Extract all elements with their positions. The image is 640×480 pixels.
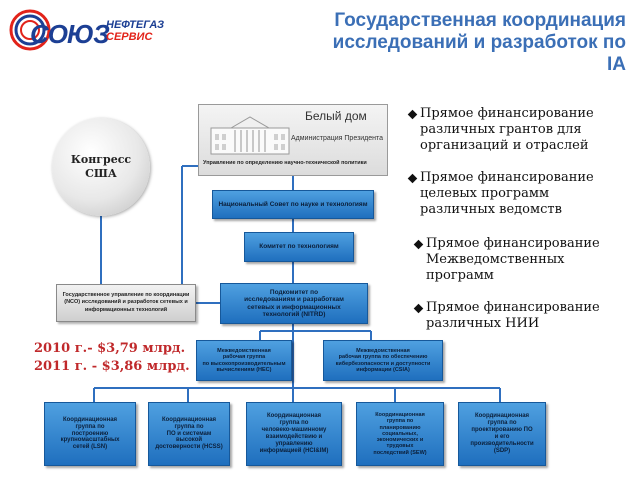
committee-node: Комитет по технологиям [244,232,354,262]
hcss-line-1: Координационная [161,416,217,423]
sdp-line-2: группа по [487,420,517,427]
sdp-line-5: производительности [470,440,534,447]
lsn-node: Координационная группа по построению кру… [44,402,136,466]
hcss-line-5: достоверности (HCSS) [155,444,223,451]
nstc-node: Национальный Совет по науке и технология… [212,190,374,219]
white-house-title: Белый дом [305,109,367,123]
nitrd-line-4: технологий (NITRD) [262,310,326,318]
budget-figures: 2010 г.- $3,79 млрд. 2011 г. - $3,86 млр… [34,340,190,376]
bullet-4-line-2: различных НИИ [426,316,540,331]
nco-node: Государственное управление по координаци… [56,284,196,322]
csia-line-1: Межведомственная [356,347,410,354]
lsn-line-1: Координационная [62,416,118,423]
hcss-line-4: высокой [175,437,203,444]
bullet-2-line-2: целевых программ [420,186,550,201]
hec-line-1: Межведомственная [217,347,271,354]
bullet-3-line-3: программ [426,268,494,283]
csia-line-3: кибербезопасности и доступности [335,360,431,367]
logo-swoosh-icon [9,9,51,51]
sdp-line-3: проектированию ПО [471,427,533,434]
sew-line-4: социальных, [382,430,418,437]
congress-node: Конгресс США [52,118,150,216]
bullet-3-line-1: Прямое финансирование [426,236,600,251]
bullet-1-line-1: Прямое финансирование [420,106,594,121]
slide-title: Государственная координация исследований… [266,10,626,76]
bullet-4-line-1: Прямое финансирование [426,300,600,315]
sdp-line-4: и его [494,434,510,440]
sew-line-1: Координационная [375,411,425,418]
lsn-line-5: сетей (LSN) [72,444,108,451]
committee-label: Комитет по технологиям [259,243,339,251]
sew-line-3: планированию [379,424,421,431]
csia-line-4: информации (CSIA) [356,366,410,373]
nitrd-line-3: сетевых и информационных [247,303,341,311]
hec-line-2: рабочая группа [222,354,266,361]
bullet-2-line-1: Прямое финансирование [420,170,594,185]
bullet-item-2: Прямое финансирование целевых программ р… [407,170,633,218]
nco-label: Государственное управление по координаци… [62,291,190,313]
nitrd-line-1: Подкомитет по [269,288,319,296]
white-house-building-icon [210,116,290,155]
white-house-node: Белый дом Администрация Президента Управ… [198,104,388,176]
hci-node: Координационная группа по человеко-машин… [246,402,342,466]
hci-line-3: человеко-машинному [261,427,327,434]
sew-node: Координационная группа по планированию с… [356,402,444,466]
hcss-line-3: ПО и системам [166,430,212,437]
hec-node: Межведомственная рабочая группа по высок… [196,340,292,381]
hci-line-1: Координационная [266,413,322,420]
csia-line-2: рабочая группа по обеспечению [338,354,428,361]
bullet-item-1: Прямое финансирование различных грантов … [407,106,633,154]
lsn-line-2: группа по [75,423,105,430]
sew-line-7: последствий (SEW) [373,449,427,456]
title-line-1: Государственная координация [334,10,626,31]
hcss-node: Координационная группа по ПО и системам … [148,402,230,466]
sew-line-5: экономических и [376,437,424,444]
hcss-line-2: группа по [174,423,204,430]
bullet-1-line-3: организаций и отраслей [420,138,589,153]
nstc-label: Национальный Совет по науке и технология… [218,200,368,208]
nitrd-line-2: исследованиям и разработкам [244,296,344,304]
sdp-node: Координационная группа по проектированию… [458,402,546,466]
sdp-line-6: (SDP) [493,447,511,454]
congress-label-2: США [85,167,117,180]
sdp-line-1: Координационная [474,413,530,420]
hci-line-5: управлению [275,440,313,447]
logo-main-text: СОЮЗ [30,19,110,49]
budget-2010: 2010 г.- $3,79 млрд. [34,341,186,356]
bullet-3-line-2: Межведомственных [426,252,565,267]
congress-label-1: Конгресс [70,153,132,166]
white-house-subtitle: Администрация Президента [291,135,384,142]
lsn-line-4: крупномасштабных [60,437,120,444]
sew-line-6: трудовых [386,443,414,450]
hci-line-2: группа по [279,420,309,427]
hci-line-6: информацией (HCI&IM) [259,447,329,454]
bullet-item-4: Прямое финансирование различных НИИ [413,300,634,332]
hci-line-4: взаимодействию и [265,434,323,440]
csia-node: Межведомственная рабочая группа по обесп… [323,340,443,381]
hec-line-4: вычислениям (HEC) [216,366,272,373]
budget-2011: 2011 г. - $3,86 млрд. [34,359,190,374]
bullet-1-line-2: различных грантов для [420,122,582,137]
title-line-3: IA [607,54,626,75]
hec-line-3: по высокопроизводительным [202,360,286,367]
nitrd-node: Подкомитет по исследованиям и разработка… [220,283,368,324]
ostp-label: Управление по определению научно-техниче… [203,160,367,166]
sew-line-2: группа по [386,418,414,425]
title-line-2: исследований и разработок по [332,32,626,53]
logo-sub-text-1: НЕФТЕГАЗ [106,19,165,31]
bullet-item-3: Прямое финансирование Межведомственных п… [413,236,634,284]
lsn-line-3: построению [71,430,109,437]
company-logo: СОЮЗ НЕФТЕГАЗ СЕРВИС [6,6,176,54]
bullet-2-line-3: различных ведомств [420,202,562,217]
logo-sub-text-2: СЕРВИС [106,31,153,43]
